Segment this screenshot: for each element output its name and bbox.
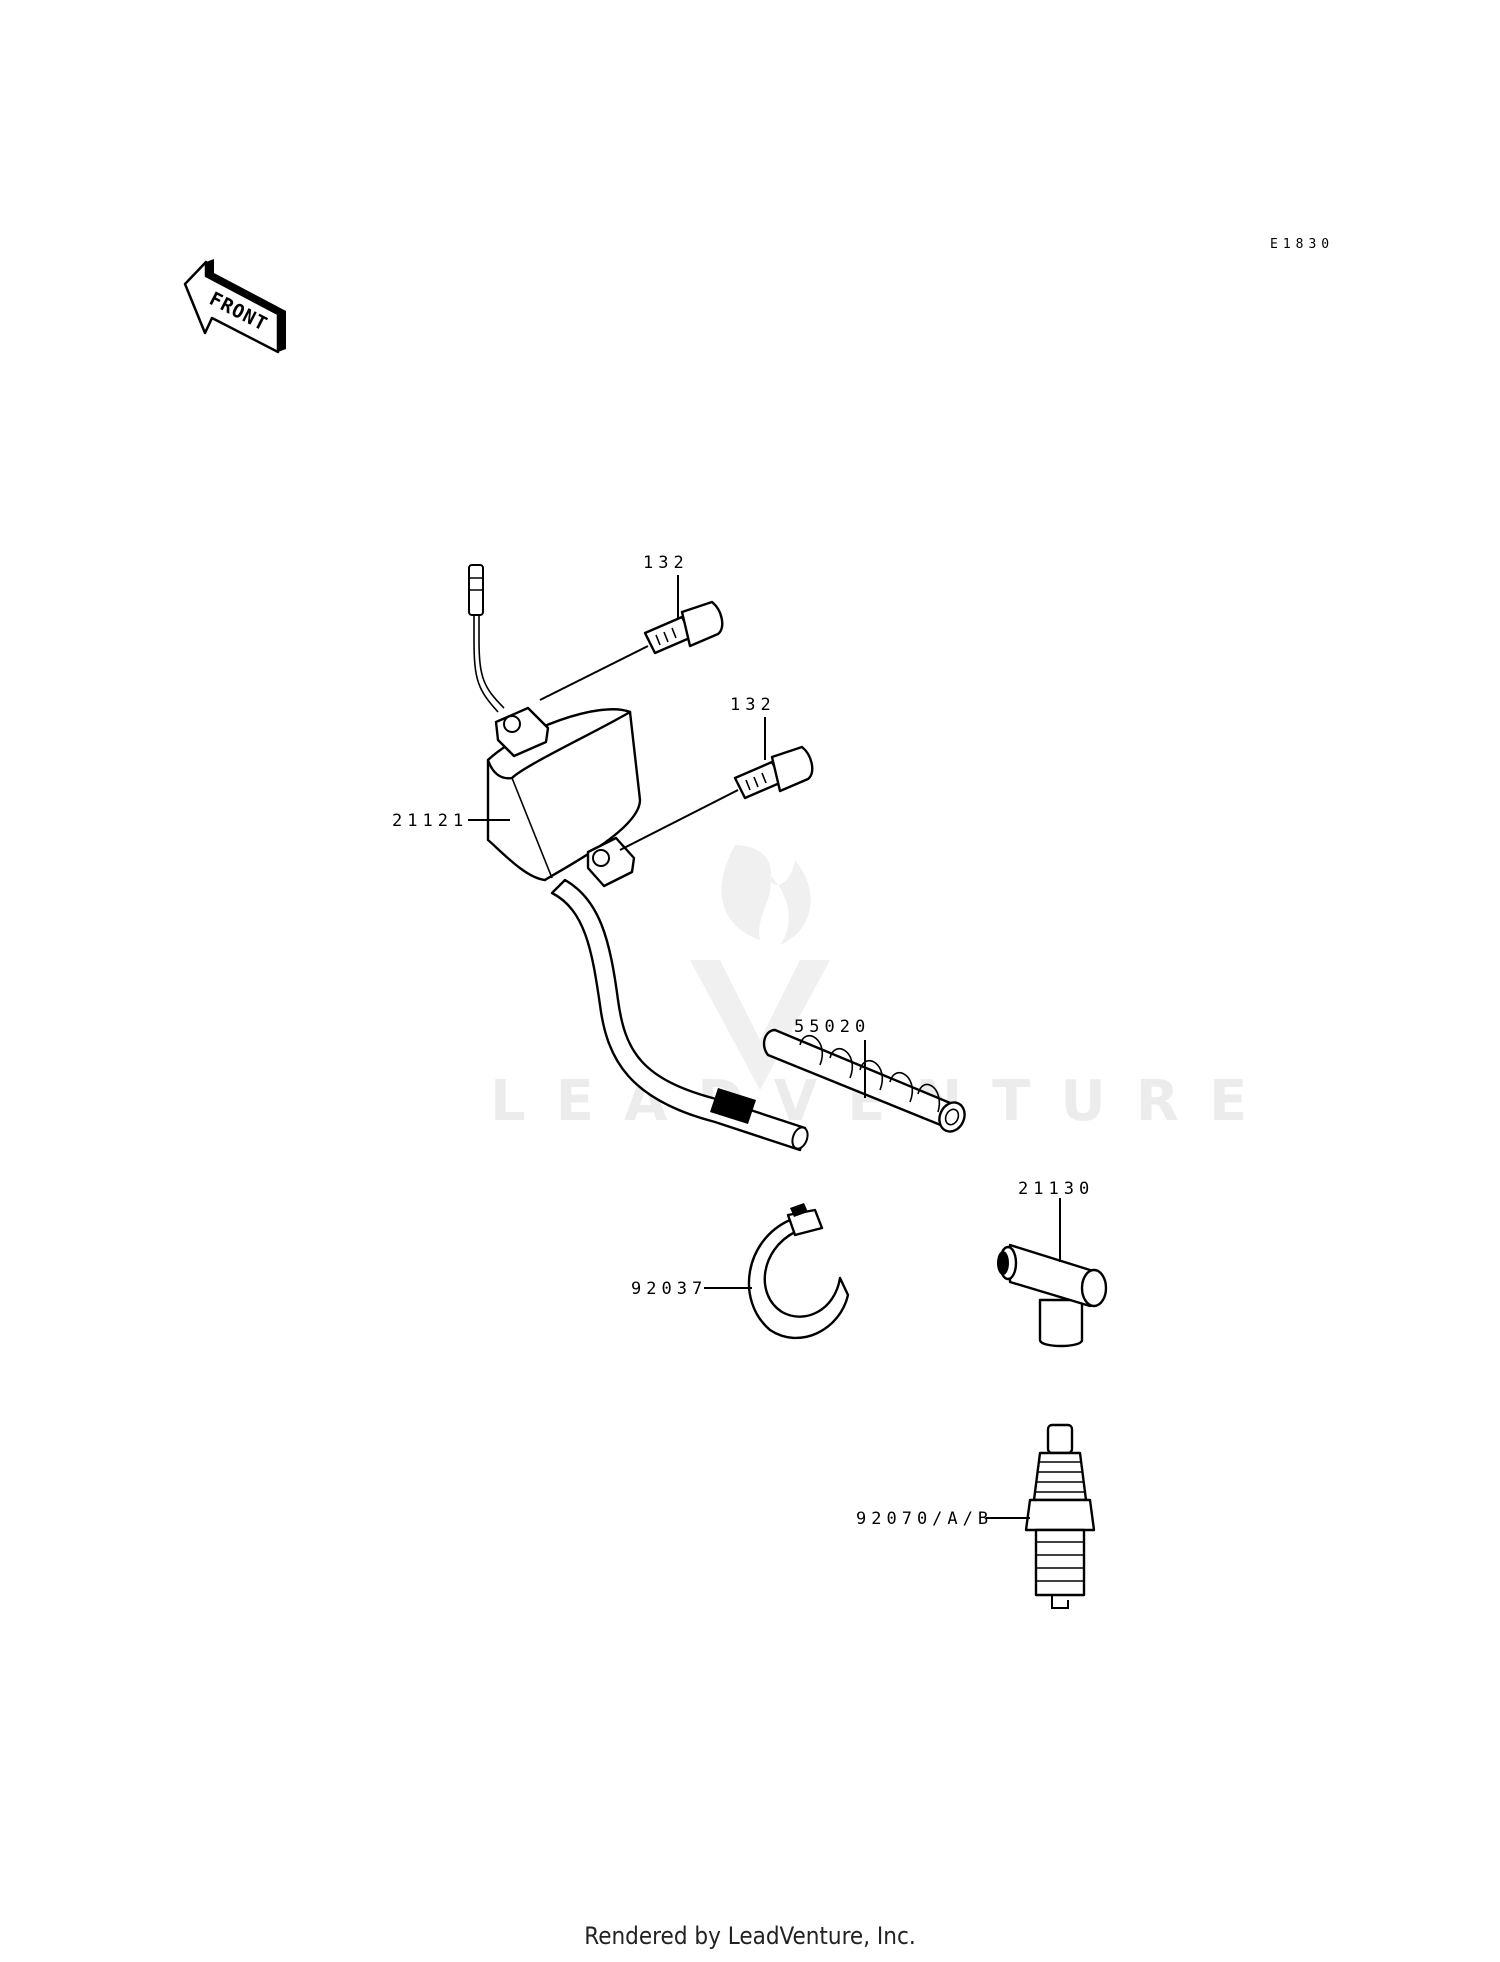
ignition-coil-drawing	[468, 564, 809, 1152]
bolt-lower-drawing	[733, 745, 814, 800]
diagram-code: E1830	[1270, 237, 1334, 252]
part-label-55020[interactable]: 55020	[794, 1017, 870, 1037]
part-label-92070[interactable]: 92070/A/B	[856, 1509, 993, 1529]
band-drawing	[747, 1203, 850, 1340]
part-label-21130[interactable]: 21130	[1018, 1179, 1094, 1199]
part-label-132-lower[interactable]: 132	[730, 695, 776, 715]
leader-bolt-lower-line	[619, 789, 739, 851]
footer-credit: Rendered by LeadVenture, Inc.	[584, 1922, 916, 1950]
part-label-132-upper[interactable]: 132	[643, 553, 689, 573]
front-arrow-icon: FRONT	[183, 259, 286, 354]
leader-bolt-upper-line	[539, 645, 649, 701]
part-label-92037[interactable]: 92037	[631, 1279, 707, 1299]
sleeve-drawing	[762, 1028, 966, 1133]
watermark: LEADVENTURE	[490, 845, 1247, 1134]
plug-cap-drawing	[997, 1243, 1108, 1348]
part-label-21121[interactable]: 21121	[392, 811, 468, 831]
bolt-upper-drawing	[643, 600, 724, 655]
spark-plug-drawing	[1024, 1423, 1096, 1609]
